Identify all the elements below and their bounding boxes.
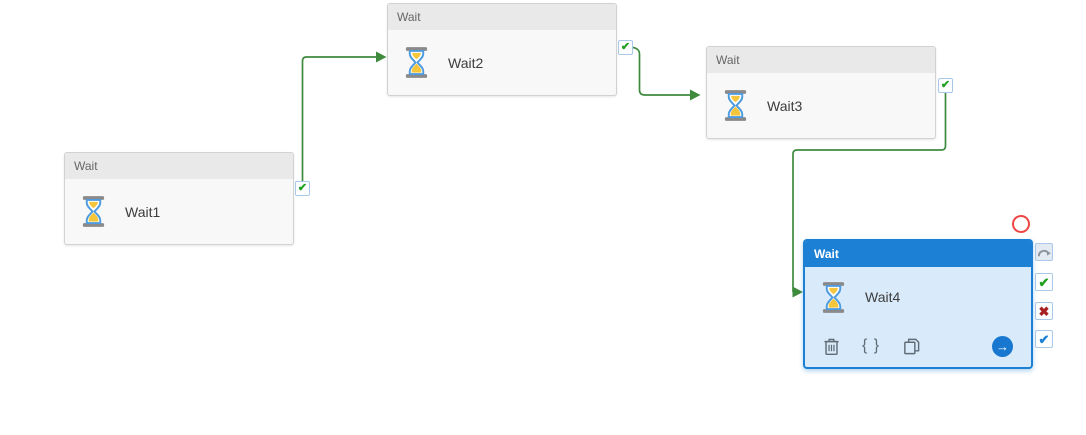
node-content: Wait3 [707, 73, 935, 138]
node-wait4[interactable]: Wait Wait4 [803, 239, 1033, 369]
success-port-wait2[interactable]: ✔ [618, 40, 633, 55]
node-label: Wait1 [125, 203, 161, 220]
checked-port-wait4[interactable]: ✔ [1035, 330, 1053, 348]
green-check-icon: ✔ [1038, 274, 1050, 290]
node-content: Wait2 [388, 30, 616, 95]
trash-icon [824, 338, 839, 355]
node-content: Wait4 [805, 267, 1031, 327]
green-check-icon: ✔ [940, 79, 951, 91]
node-content: Wait1 [65, 179, 293, 244]
node-toolbar: { } → [805, 327, 1031, 365]
copy-icon [904, 338, 920, 354]
connector-wait1-wait2[interactable] [301, 51, 387, 182]
success-port-wait4[interactable]: ✔ [1035, 273, 1053, 291]
copy-button[interactable] [902, 337, 921, 356]
breakpoint-marker[interactable] [1012, 215, 1030, 233]
green-check-icon: ✔ [297, 182, 308, 194]
arrow-right-icon: → [996, 338, 1009, 354]
node-wait3[interactable]: Wait Wait3 [706, 46, 936, 139]
node-label: Wait2 [448, 54, 484, 71]
node-wait2[interactable]: Wait Wait2 [387, 3, 617, 96]
connector-wait2-wait3[interactable] [632, 46, 701, 101]
node-title: Wait [388, 4, 616, 30]
hourglass-icon [724, 90, 747, 121]
node-title: Wait [805, 241, 1031, 267]
failure-port-wait4[interactable]: ✖ [1035, 302, 1053, 320]
hourglass-icon [822, 281, 845, 313]
node-wait1[interactable]: Wait Wait1 [64, 152, 294, 245]
success-port-wait1[interactable]: ✔ [295, 181, 310, 196]
node-title: Wait [707, 47, 935, 73]
curved-arrow-icon [1037, 249, 1051, 257]
connector-wait3-wait4[interactable] [792, 93, 947, 298]
hourglass-icon [82, 196, 105, 227]
variables-button[interactable]: { } [862, 337, 880, 355]
node-title: Wait [65, 153, 293, 179]
node-label: Wait3 [767, 97, 803, 114]
delete-button[interactable] [823, 337, 840, 356]
node-label: Wait4 [865, 289, 901, 305]
success-port-wait3[interactable]: ✔ [938, 78, 953, 93]
braces-icon: { } [862, 337, 881, 354]
red-x-icon: ✖ [1038, 303, 1050, 319]
blue-check-icon: ✔ [1038, 331, 1050, 347]
next-button[interactable]: → [992, 335, 1013, 357]
green-check-icon: ✔ [620, 41, 631, 53]
redirect-port[interactable] [1035, 243, 1053, 261]
hourglass-icon [405, 47, 428, 78]
